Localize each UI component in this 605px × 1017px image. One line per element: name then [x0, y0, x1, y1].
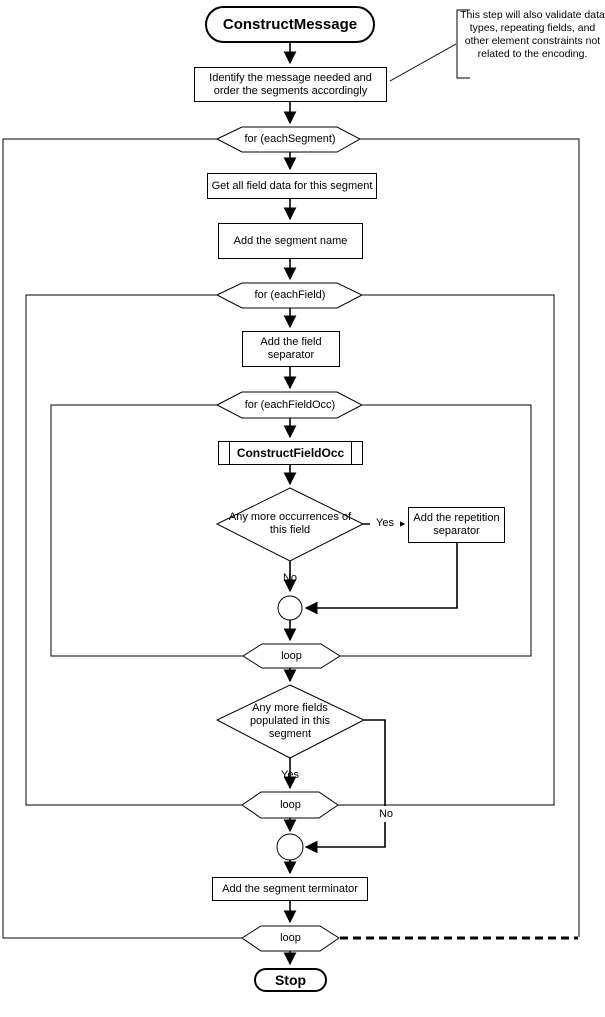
arrow-repetition-to-circle [304, 543, 458, 615]
validation-note-text: This step will also validate data types,… [460, 9, 605, 60]
loop-segment-hexagon [241, 925, 340, 952]
for-each-field-hexagon [215, 282, 364, 309]
for-each-field-label: for (eachField) [254, 289, 326, 301]
fields-yes-label: Yes [281, 768, 299, 781]
loop-segment-label: loop [280, 932, 301, 944]
field-loop-right-line [338, 294, 555, 806]
note-bracket [456, 9, 470, 79]
loop-field-hexagon [241, 791, 339, 819]
add-segment-name-box: Add the segment name [218, 223, 363, 259]
start-terminator: ConstructMessage [205, 6, 375, 43]
occurrences-no-label: No [282, 571, 298, 584]
arrow-no-to-circle-field [304, 719, 386, 854]
loop-fieldocc-label: loop [281, 649, 302, 662]
connector-circle-field [276, 833, 304, 861]
fieldocc-loop-right-line [340, 404, 532, 657]
for-each-segment-label: for (eachSegment) [244, 133, 336, 145]
fieldocc-loop-left-line [50, 404, 243, 657]
note-callout [389, 9, 470, 82]
decision-occurrences-label: Any more occurrences of this field [228, 511, 352, 536]
loop-fieldocc-hexagon [242, 643, 341, 669]
field-loop-left-line [25, 294, 242, 806]
loop-field-label: loop [280, 798, 301, 811]
get-field-data-box: Get all field data for this segment [207, 173, 377, 199]
add-segment-terminator-box: Add the segment terminator [212, 877, 368, 901]
construct-fieldocc-subprocess: ConstructFieldOcc [218, 441, 363, 465]
segment-loop-right-line [360, 138, 580, 937]
for-each-segment-hexagon [215, 126, 362, 153]
segment-loop-left-line [2, 138, 242, 939]
connector-circle-fieldocc [277, 595, 303, 621]
identify-message-box: Identify the message needed and order th… [194, 67, 387, 102]
note-leader-line [389, 43, 457, 82]
loop-frames [2, 138, 580, 940]
add-repetition-separator-box: Add the repetition separator [408, 507, 505, 543]
flow-shapes [215, 126, 366, 952]
for-each-fieldocc-hexagon [215, 391, 364, 419]
occurrences-yes-label: Yes [370, 515, 400, 531]
decision-fields-label: Any more fields populated in this segmen… [249, 701, 331, 740]
stop-terminator: Stop [254, 968, 327, 992]
add-field-separator-box: Add the field separator [242, 331, 340, 367]
fields-no-label: No [372, 806, 400, 822]
for-each-fieldocc-label: for (eachFieldOcc) [244, 398, 336, 411]
